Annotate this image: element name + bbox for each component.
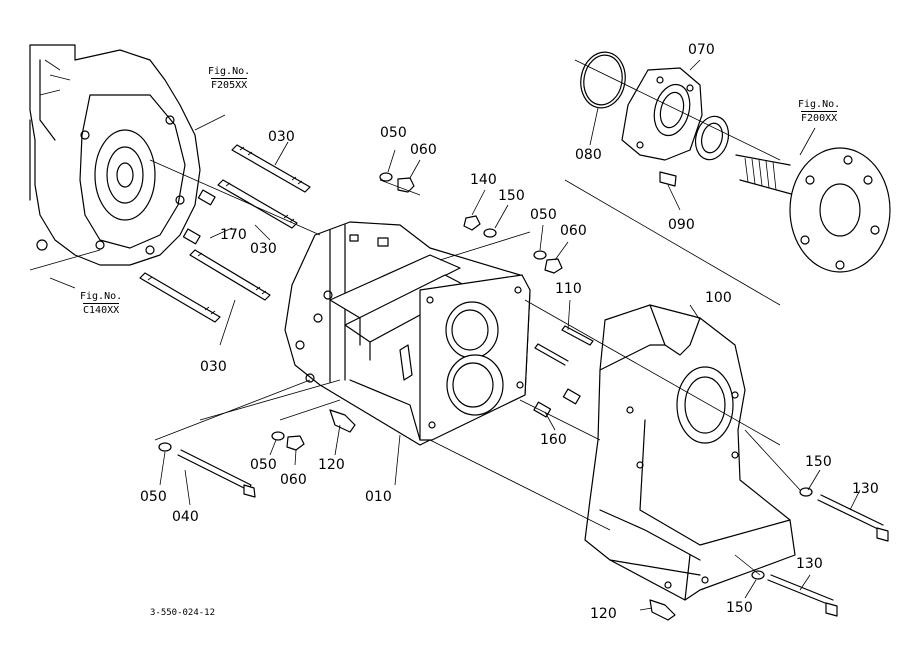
callout-030-top: 030 bbox=[268, 129, 295, 145]
callout-090: 090 bbox=[668, 217, 695, 233]
callout-040: 040 bbox=[172, 509, 199, 525]
figure-ref-f205-code: F205XX bbox=[211, 77, 248, 91]
figure-ref-f200-code: F200XX bbox=[801, 110, 838, 124]
leader-lines bbox=[49, 59, 861, 611]
figure-ref-c140-code: C140XX bbox=[83, 302, 120, 316]
drawing-number: 3-550-024-12 bbox=[150, 608, 216, 618]
callout-060-lower: 060 bbox=[280, 472, 307, 488]
callout-050-lower: 050 bbox=[250, 457, 277, 473]
callout-130-lower: 130 bbox=[796, 556, 823, 572]
flywheel-housing bbox=[29, 44, 201, 266]
callout-030-middle: 030 bbox=[250, 241, 277, 257]
callout-140: 140 bbox=[470, 172, 497, 188]
callout-110: 110 bbox=[555, 281, 582, 297]
callout-150-right: 150 bbox=[805, 454, 832, 470]
callout-100: 100 bbox=[705, 290, 732, 306]
callout-030-bottom: 030 bbox=[200, 359, 227, 375]
callout-120-bottom: 120 bbox=[590, 606, 617, 622]
output-cover-assembly bbox=[580, 51, 891, 273]
callout-050-top: 050 bbox=[380, 125, 407, 141]
callout-130-upper: 130 bbox=[852, 481, 879, 497]
figure-ref-f200: Fig.No. F200XX bbox=[798, 99, 840, 124]
callout-070: 070 bbox=[688, 42, 715, 58]
figure-ref-c140-prefix: Fig.No. bbox=[80, 291, 123, 302]
figure-ref-f205-prefix: Fig.No. bbox=[208, 66, 251, 77]
callout-080: 080 bbox=[575, 147, 602, 163]
callout-160: 160 bbox=[540, 432, 567, 448]
figure-ref-c140: Fig.No. C140XX bbox=[80, 291, 122, 316]
callout-060-right: 060 bbox=[560, 223, 587, 239]
callout-050-right: 050 bbox=[530, 207, 557, 223]
figure-ref-f205: Fig.No. F205XX bbox=[208, 66, 250, 91]
callout-010: 010 bbox=[365, 489, 392, 505]
callout-170: 170 bbox=[220, 227, 247, 243]
callout-120-left: 120 bbox=[318, 457, 345, 473]
callout-050-left: 050 bbox=[140, 489, 167, 505]
transmission-case bbox=[284, 221, 531, 446]
callout-150-bottom: 150 bbox=[726, 600, 753, 616]
callout-060-top: 060 bbox=[410, 142, 437, 158]
callout-150-top: 150 bbox=[498, 188, 525, 204]
figure-ref-f200-prefix: Fig.No. bbox=[798, 99, 841, 110]
rear-axle-case bbox=[584, 304, 796, 601]
assembly-lines bbox=[29, 59, 801, 576]
